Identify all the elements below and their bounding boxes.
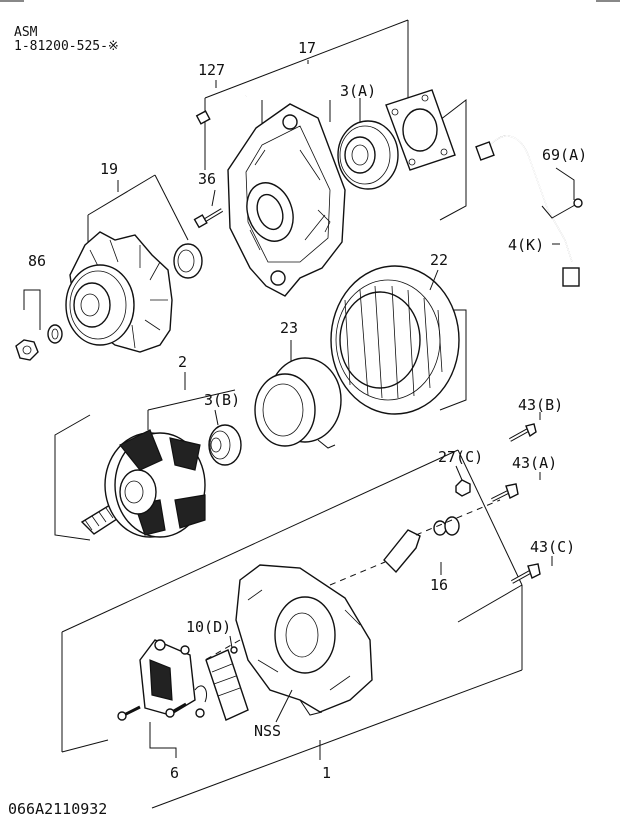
callout-69a: 69(A) (542, 146, 587, 164)
callout-36: 36 (198, 170, 216, 188)
leader-27c (455, 465, 463, 481)
callout-1: 1 (322, 764, 331, 782)
bracket-17 (204, 19, 409, 170)
pulley-fan-19 (65, 231, 173, 353)
bearing-3b (208, 424, 242, 466)
callout-6: 6 (170, 764, 179, 782)
leader-69a (555, 167, 575, 200)
callout-3a: 3(A) (340, 82, 376, 100)
callout-23: 23 (280, 319, 298, 337)
callout-nss: NSS (254, 722, 281, 740)
callout-4k: 4(K) (508, 236, 544, 254)
callout-2: 2 (178, 353, 187, 371)
callout-17: 17 (298, 39, 316, 57)
leader-10d (229, 635, 233, 649)
part-number: 1-81200-525-※ (14, 39, 119, 54)
bracket-1-outline (61, 449, 523, 809)
wire-harness (475, 135, 583, 287)
bolt-127 (195, 95, 247, 125)
nut-27c (455, 479, 471, 497)
bracket-86 (23, 289, 41, 330)
retainer-plate (385, 89, 456, 171)
callout-22: 22 (430, 251, 448, 269)
lock-washer (47, 324, 63, 344)
asm-label: ASM (14, 25, 38, 40)
leader-22 (429, 269, 439, 291)
callout-16: 16 (430, 576, 448, 594)
bolt-43a (491, 483, 519, 502)
bolt-43c (511, 563, 541, 584)
spacer-collar (173, 243, 203, 279)
bearing-3a (337, 120, 399, 190)
bracket-17-right (439, 98, 467, 221)
bracket-2-left (54, 414, 91, 541)
insulator-23 (254, 357, 342, 449)
rectifier-6 (139, 639, 208, 718)
callout-43a: 43(A) (512, 454, 557, 472)
bracket-2 (147, 372, 236, 430)
leader-36 (211, 189, 216, 207)
callout-127: 127 (198, 61, 225, 79)
callout-43c: 43(C) (530, 538, 575, 556)
leader-3b (214, 409, 219, 426)
rear-housing (204, 561, 386, 716)
regulator-10d (205, 646, 249, 721)
bolt-36 (193, 208, 224, 229)
callout-3b: 3(B) (204, 391, 240, 409)
callout-19: 19 (100, 160, 118, 178)
rotor-2 (80, 429, 206, 538)
bolt-43b (509, 423, 537, 442)
nut-86 (15, 339, 39, 361)
front-housing-17 (227, 103, 346, 297)
screw-6-right (165, 702, 187, 718)
leader-6 (149, 722, 177, 758)
callout-27c: 27(C) (438, 448, 483, 466)
leader-nss (275, 689, 293, 723)
drawing-code: 066A2110932 (8, 800, 107, 818)
callout-10d: 10(D) (186, 618, 231, 636)
terminal-16 (383, 499, 501, 574)
stator-22 (330, 265, 460, 415)
callout-86: 86 (28, 252, 46, 270)
screw-6-left (117, 705, 141, 721)
callout-43b: 43(B) (518, 396, 563, 414)
